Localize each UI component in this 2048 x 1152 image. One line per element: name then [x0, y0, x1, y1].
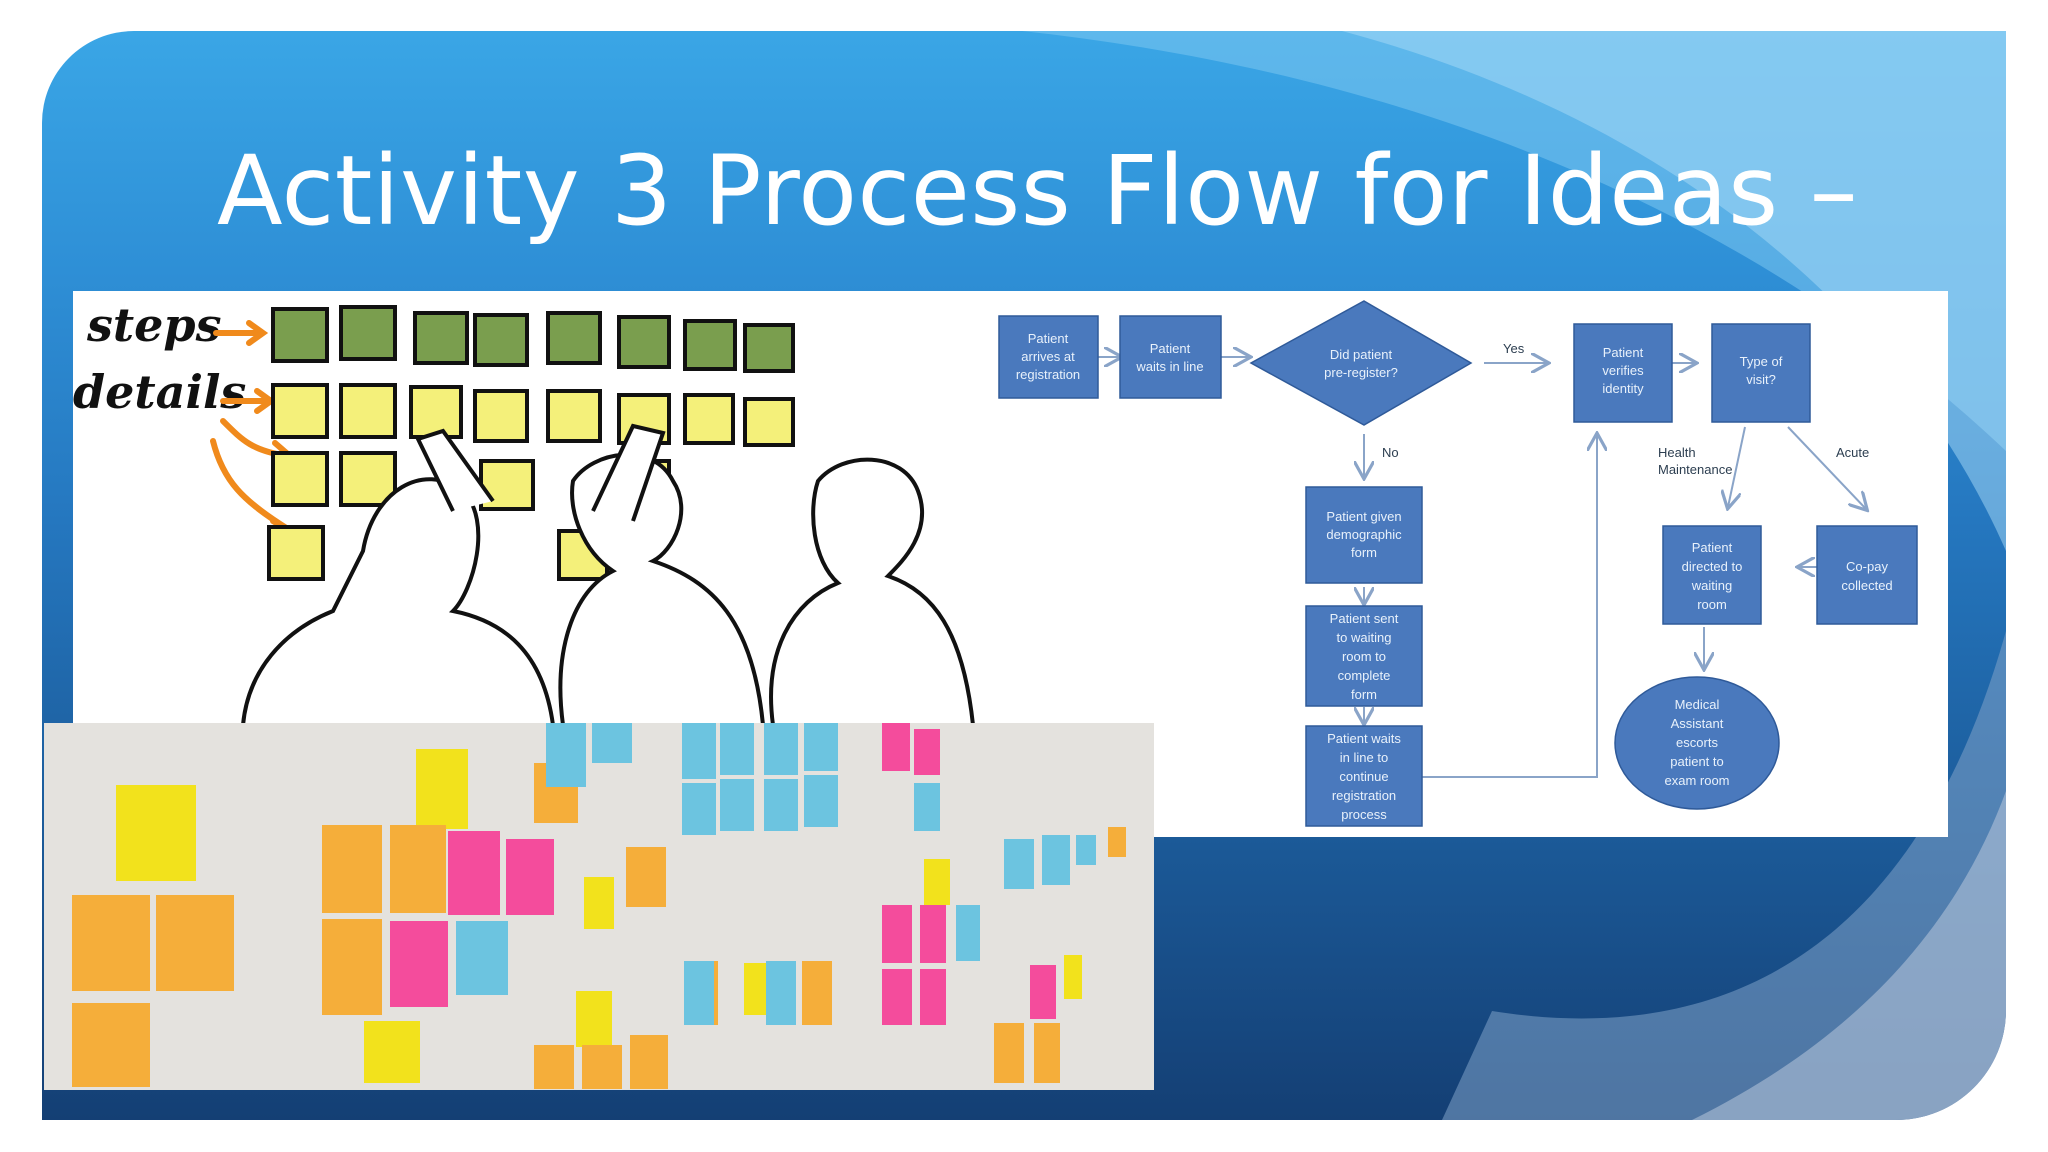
slide-title: Activity 3 Process Flow for Ideas – — [217, 135, 1859, 247]
green-step-notes — [271, 305, 795, 373]
flow-box-sent-waiting — [1305, 605, 1423, 707]
flow-label-yes: Yes — [1503, 341, 1525, 356]
details-label: details — [73, 365, 246, 419]
flow-box-demographic — [1305, 486, 1423, 584]
people-sketch — [240, 423, 976, 725]
flow-label-no: No — [1382, 445, 1399, 460]
yellow-detail-notes — [267, 383, 795, 581]
flow-box-arrives — [998, 315, 1099, 399]
flow-shapes — [998, 300, 1918, 827]
sticky-notes-wall-photo — [44, 723, 1154, 1090]
flow-box-directed-waiting — [1662, 525, 1762, 625]
flow-box-copay — [1816, 525, 1918, 625]
sticky-notes — [72, 723, 1126, 1089]
steps-label: steps — [86, 298, 221, 352]
team-sketch-image: steps details — [73, 291, 979, 725]
flow-decision-visit-type — [1711, 323, 1811, 423]
flow-box-waits — [1119, 315, 1222, 399]
flow-label-acute: Acute — [1836, 445, 1869, 460]
flow-decision-preregister — [1249, 300, 1473, 426]
flow-box-waits-continue — [1305, 725, 1423, 827]
flow-ellipse-medical-assistant — [1614, 676, 1780, 810]
flow-box-verifies — [1573, 323, 1673, 423]
background-swoosh-decoration — [1022, 31, 2006, 1120]
